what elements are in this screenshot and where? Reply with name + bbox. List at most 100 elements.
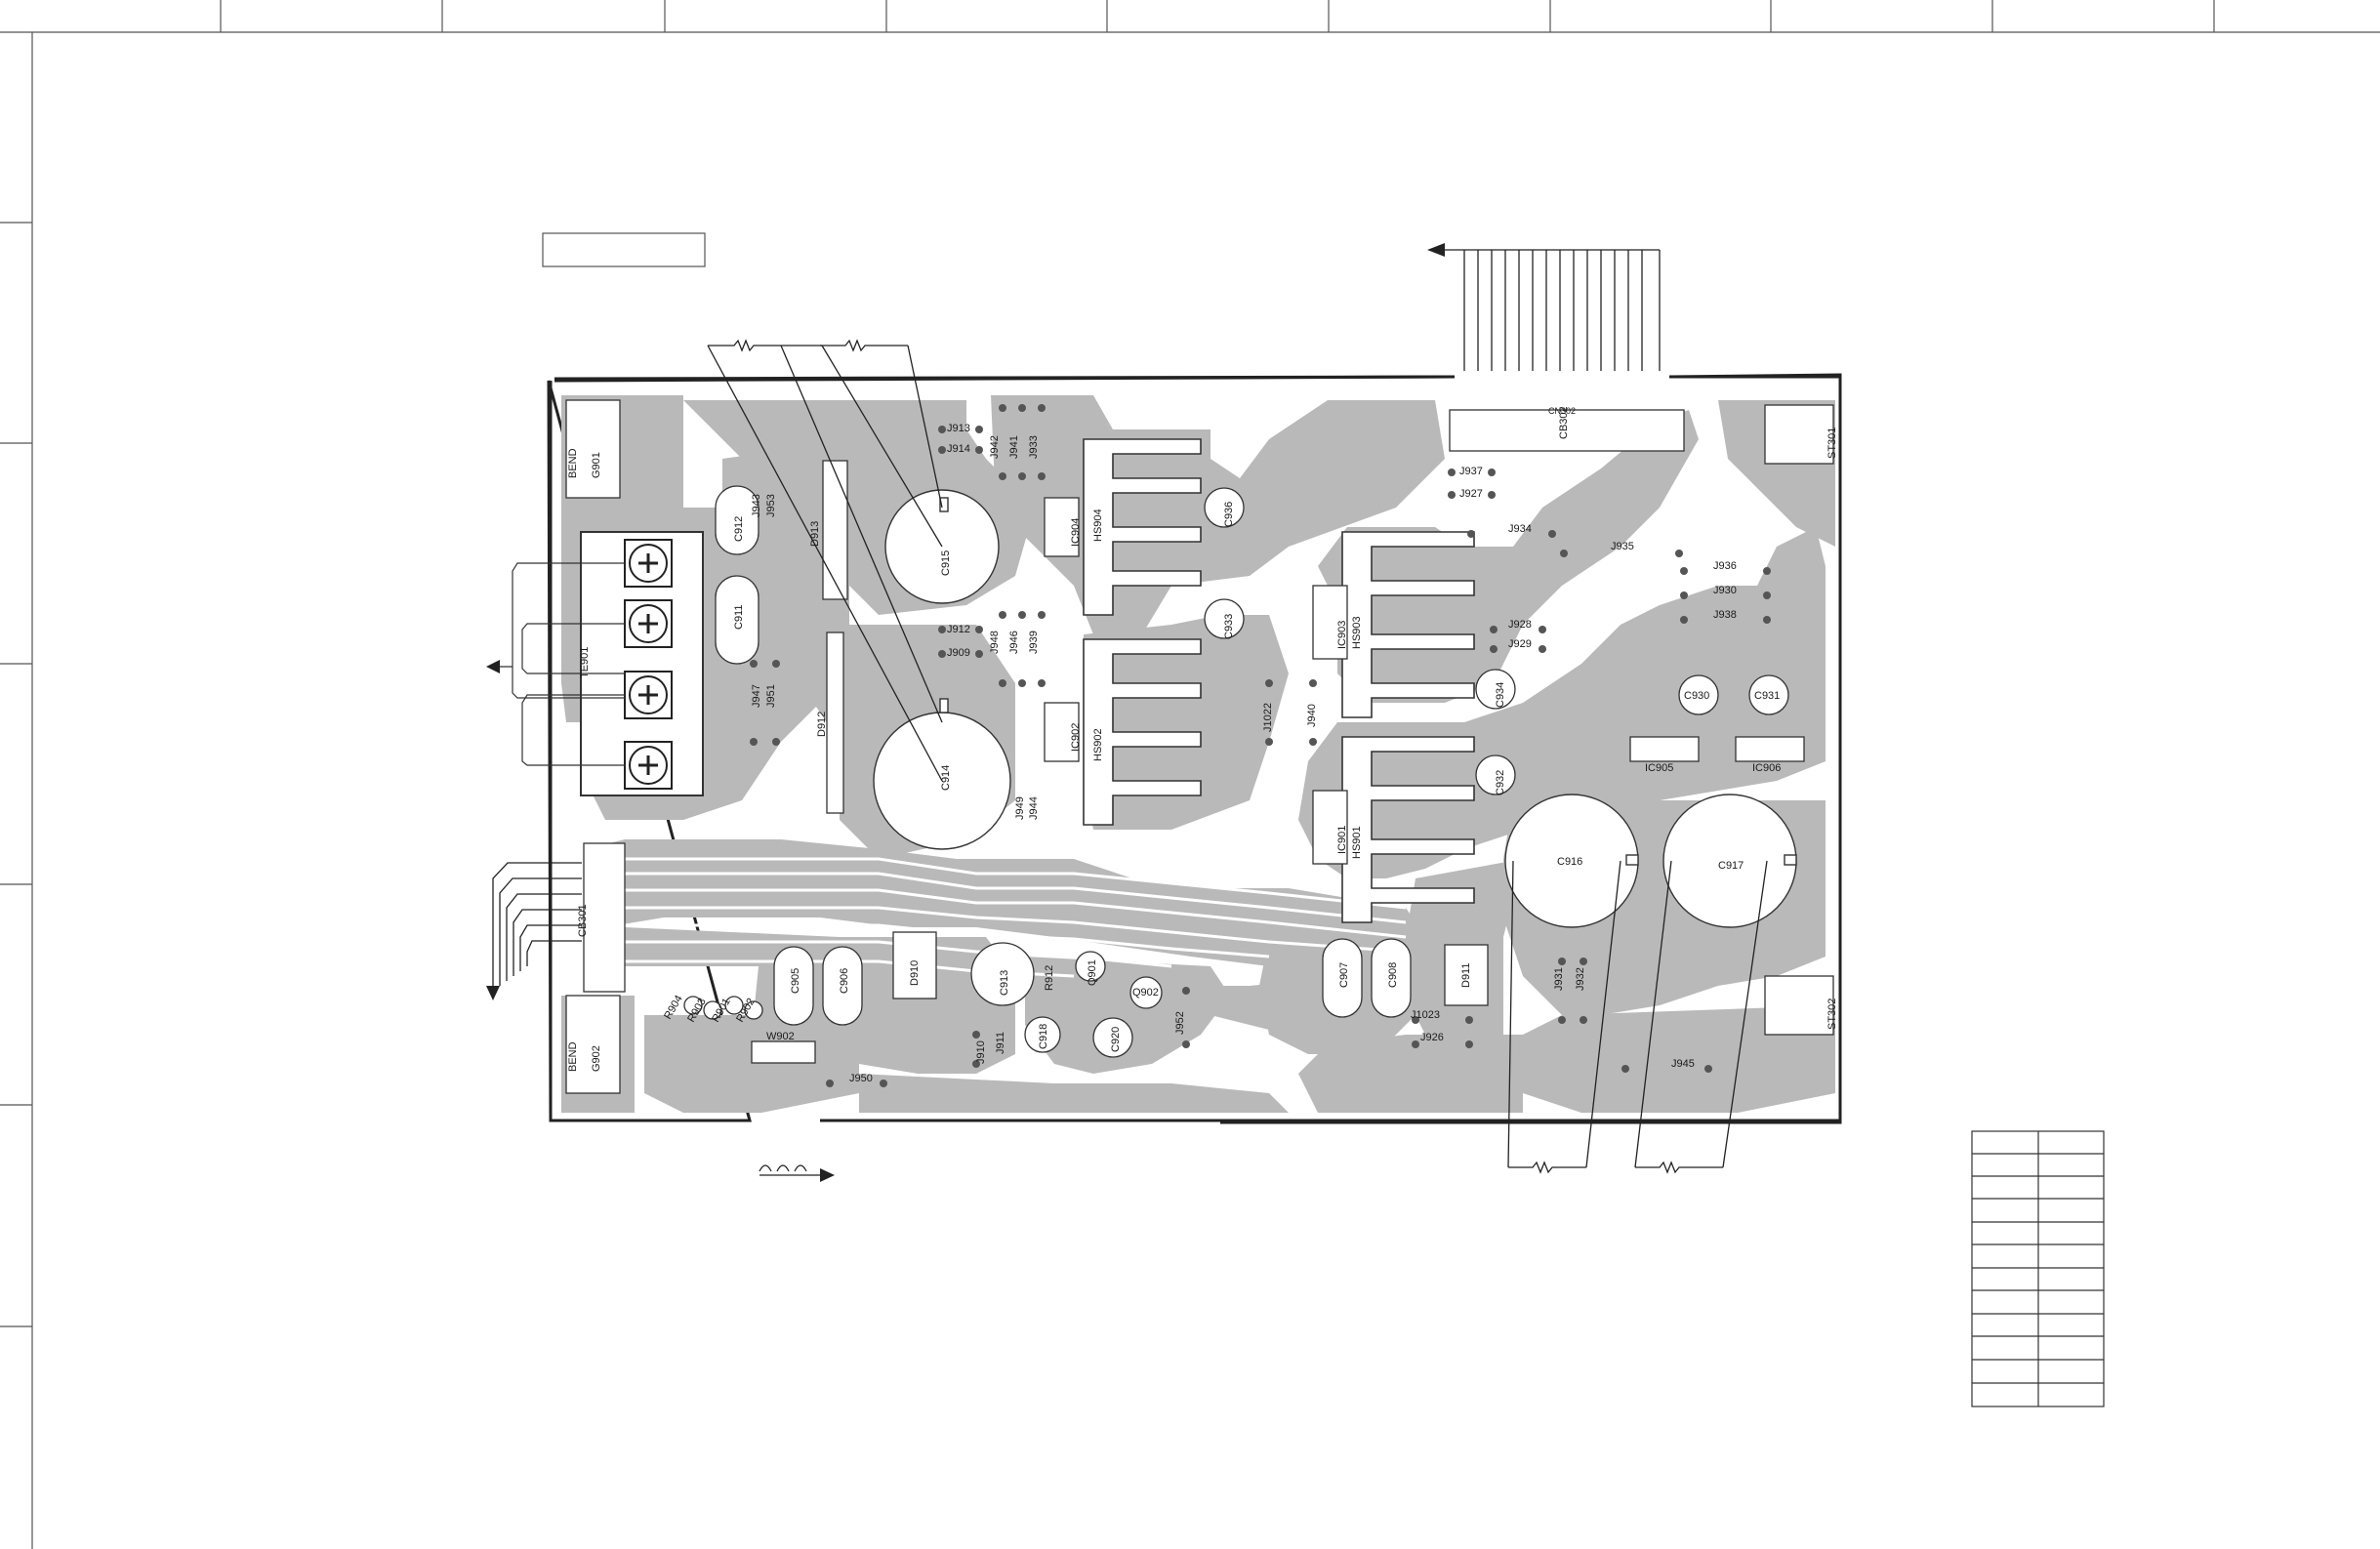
label-d910: D910	[909, 960, 921, 986]
label-j943: J943	[751, 494, 762, 517]
st301	[1764, 404, 1834, 465]
label-j939: J939	[1028, 631, 1040, 654]
label-cn302: CN302	[1548, 406, 1576, 416]
st302	[1764, 975, 1834, 1036]
label-c918: C918	[1038, 1024, 1049, 1049]
label-j935: J935	[1611, 541, 1634, 552]
label-c906: C906	[839, 968, 850, 994]
label-j930: J930	[1713, 585, 1737, 596]
label-c913: C913	[999, 970, 1010, 996]
label-c917: C917	[1718, 860, 1744, 872]
label-j929: J929	[1508, 638, 1532, 650]
label-j940: J940	[1306, 704, 1318, 727]
ics	[1044, 497, 1805, 865]
label-c936: C936	[1223, 502, 1235, 527]
label-hs904: HS904	[1092, 509, 1104, 542]
label-te901: TE901	[579, 647, 591, 678]
label-j942: J942	[989, 435, 1001, 459]
label-q902: Q902	[1132, 987, 1159, 999]
label-ic904: IC904	[1070, 518, 1082, 547]
label-j931: J931	[1553, 967, 1565, 991]
label-j909: J909	[947, 647, 970, 659]
label-j1022: J1022	[1262, 703, 1274, 732]
label-j914: J914	[947, 443, 970, 455]
label-c931: C931	[1754, 690, 1780, 702]
label-bend-2: BEND	[567, 1041, 579, 1072]
label-c908: C908	[1387, 962, 1399, 988]
arrows	[486, 243, 1445, 1182]
label-d913: D913	[809, 521, 821, 547]
external-wiring	[492, 249, 1768, 1176]
legend-table	[1971, 1130, 2105, 1407]
label-ic902: IC902	[1070, 723, 1082, 752]
label-j941: J941	[1008, 435, 1020, 459]
connectors	[565, 399, 1834, 1094]
bus-traces	[625, 857, 1407, 978]
label-ic901: IC901	[1336, 826, 1348, 854]
label-c933: C933	[1223, 614, 1235, 639]
label-j928: J928	[1508, 619, 1532, 631]
label-j952: J952	[1174, 1011, 1186, 1035]
label-j926: J926	[1420, 1032, 1444, 1043]
label-j1023: J1023	[1411, 1009, 1440, 1021]
label-j946: J946	[1008, 631, 1020, 654]
label-hs903: HS903	[1351, 616, 1363, 649]
label-j932: J932	[1575, 967, 1586, 991]
label-st301: ST301	[1826, 428, 1838, 459]
label-cb301: CB301	[577, 904, 589, 937]
label-c932: C932	[1495, 770, 1506, 795]
diodes	[822, 460, 1489, 1006]
label-j944: J944	[1028, 796, 1040, 820]
label-cb302: CB302	[1558, 406, 1570, 439]
label-c934: C934	[1495, 682, 1506, 708]
label-j927: J927	[1459, 488, 1483, 500]
label-j913: J913	[947, 423, 970, 434]
label-j911: J911	[995, 1032, 1006, 1054]
jumper-pads	[750, 404, 1771, 1087]
vertical-labels: G901 G902 BEND BEND C912 C911 TE901 J943…	[567, 406, 1838, 1072]
label-g901: G901	[591, 452, 602, 478]
label-j951: J951	[765, 684, 777, 708]
label-c916: C916	[1557, 856, 1582, 868]
label-d912: D912	[816, 712, 828, 737]
label-j933: J933	[1028, 435, 1040, 459]
w902-connector	[751, 1040, 816, 1064]
label-j934: J934	[1508, 523, 1532, 535]
label-c911: C911	[733, 605, 745, 630]
label-g902: G902	[591, 1045, 602, 1072]
cb301-connector	[583, 842, 626, 993]
label-c915: C915	[940, 550, 952, 576]
heatsink-hs902	[1083, 638, 1202, 826]
small-parts	[683, 485, 1789, 1058]
label-c914: C914	[940, 765, 952, 791]
label-w902: W902	[766, 1031, 795, 1042]
label-j938: J938	[1713, 609, 1737, 621]
label-ic905: IC905	[1645, 762, 1673, 774]
label-j936: J936	[1713, 560, 1737, 572]
label-j949: J949	[1014, 796, 1026, 820]
label-j945: J945	[1671, 1058, 1695, 1070]
label-j950: J950	[849, 1073, 873, 1084]
label-j953: J953	[765, 494, 777, 517]
label-ic906: IC906	[1752, 762, 1781, 774]
label-st302: ST302	[1826, 999, 1838, 1030]
cn302	[1449, 409, 1685, 452]
label-hs902: HS902	[1092, 728, 1104, 761]
label-c907: C907	[1338, 962, 1350, 988]
heatsink-hs901	[1341, 736, 1475, 923]
heatsink-hs904	[1083, 438, 1202, 616]
label-c930: C930	[1684, 690, 1709, 702]
terminal-block-te901	[486, 531, 704, 796]
label-r912: R912	[1044, 965, 1055, 991]
label-j910: J910	[975, 1040, 987, 1064]
horizontal-labels: J913 J914 J912 J909 J934 J935 J936 J930 …	[849, 406, 1781, 1084]
label-ic903: IC903	[1336, 621, 1348, 649]
label-hs901: HS901	[1351, 826, 1363, 859]
label-j937: J937	[1459, 466, 1483, 477]
title-box	[542, 232, 706, 267]
label-j948: J948	[989, 631, 1001, 654]
label-c912: C912	[733, 516, 745, 542]
label-c920: C920	[1110, 1027, 1122, 1052]
